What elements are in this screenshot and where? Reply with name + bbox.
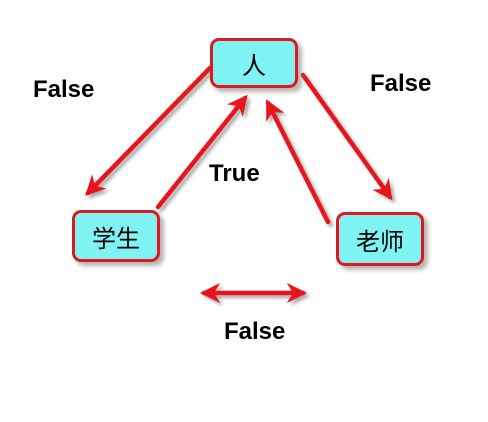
label-person-to-student: False <box>33 76 95 103</box>
label-student-to-person: True <box>209 160 260 187</box>
arrow-person-to-student <box>85 65 213 196</box>
node-person: 人 <box>210 38 298 88</box>
arrow-person-to-teacher <box>300 72 393 201</box>
node-student: 学生 <box>72 210 160 262</box>
label-student-teacher: False <box>224 318 286 345</box>
label-person-to-teacher: False <box>370 70 432 97</box>
arrow-student-to-person <box>155 94 248 210</box>
node-teacher: 老师 <box>336 212 424 266</box>
arrow-teacher-to-person <box>265 99 331 225</box>
